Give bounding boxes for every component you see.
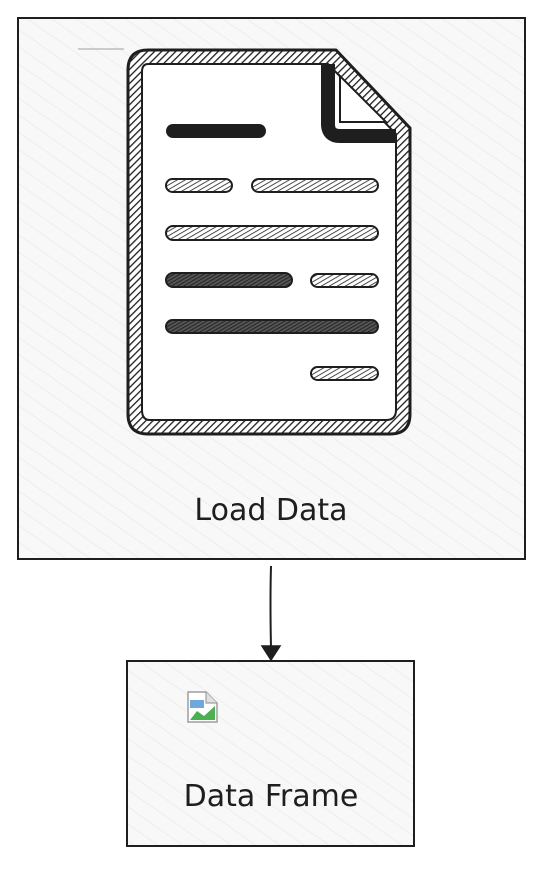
node-data-frame-label: Data Frame	[184, 779, 359, 814]
node-data-frame[interactable]: Data Frame	[126, 660, 415, 847]
broken-image-icon	[187, 691, 218, 723]
node-data-frame-box	[126, 660, 415, 847]
node-load-data[interactable]: Load Data	[17, 17, 526, 560]
edge-line	[269, 565, 272, 649]
arrowhead-icon	[260, 645, 282, 662]
document-icon	[126, 48, 412, 436]
edge-load-to-frame	[260, 565, 282, 662]
node-load-data-label: Load Data	[194, 493, 347, 528]
